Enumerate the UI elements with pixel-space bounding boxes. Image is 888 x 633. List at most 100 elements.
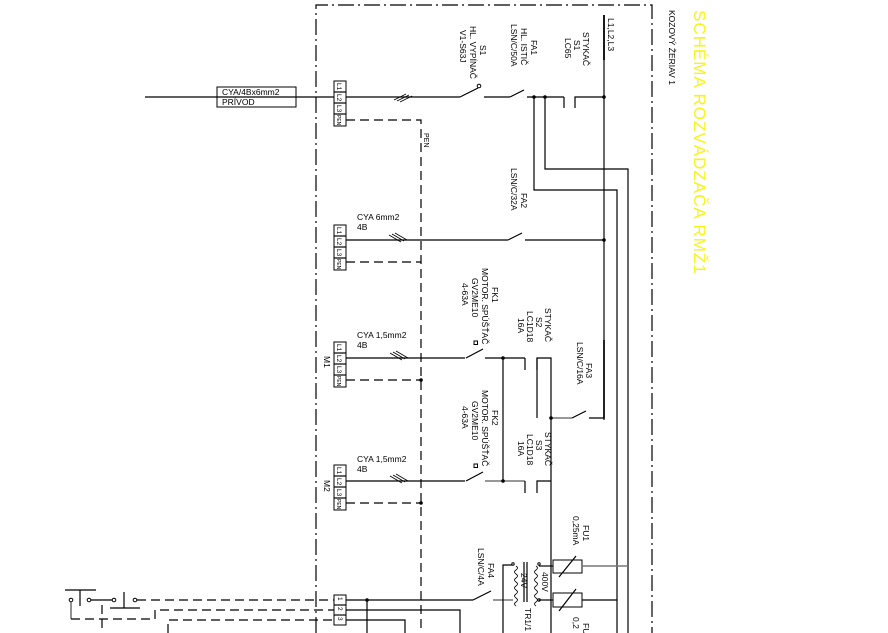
svg-text:LSN/C/4A: LSN/C/4A <box>476 548 486 586</box>
svg-text:L3: L3 <box>335 366 342 374</box>
outlet-m2-name: M2 <box>322 480 332 492</box>
svg-text:V1-S63J: V1-S63J <box>458 30 468 63</box>
outlet-fa2-terminal-block: L1 L2 L3 PEN <box>333 224 347 271</box>
fa3-breaker <box>571 410 587 419</box>
outlet-m1-cable-type: 4B <box>357 340 368 350</box>
title-sub: KOZOVÝ ŽERIAV 1 <box>667 10 677 85</box>
outlet-fa2-cable-spec: CYA 6mm2 <box>357 212 400 222</box>
fa4-breaker <box>472 590 492 601</box>
svg-text:S1: S1 <box>478 45 488 56</box>
svg-text:HL. ISTIČ: HL. ISTIČ <box>519 28 529 65</box>
outlet-fa2-cable-type: 4B <box>357 222 368 232</box>
svg-text:STYKAČ: STYKAČ <box>543 308 553 342</box>
svg-text:FA2: FA2 <box>519 193 529 208</box>
svg-text:0,2: 0,2 <box>571 617 581 629</box>
svg-text:L3: L3 <box>335 105 342 113</box>
svg-text:PEN: PEN <box>335 259 341 270</box>
three-phase-mark <box>393 93 413 103</box>
outlet-m2-terminal-block: L1 L2 L3 PEN <box>333 464 347 511</box>
fa2-label: FA2 LSN/C/32A <box>509 168 529 211</box>
s1-switch <box>459 87 479 98</box>
svg-text:LSN/C/50A: LSN/C/50A <box>509 24 519 67</box>
svg-text:PEN: PEN <box>335 499 341 510</box>
fuse-fu2 <box>552 588 583 612</box>
svg-text:S1: S1 <box>572 40 582 51</box>
svg-text:FA1: FA1 <box>529 40 539 55</box>
fa4-label: FA4 LSN/C/4A <box>476 548 496 586</box>
svg-text:FK1: FK1 <box>490 287 500 303</box>
svg-text:3: 3 <box>336 617 343 621</box>
svg-text:MOTOR. SPÚŠŤAČ: MOTOR. SPÚŠŤAČ <box>480 390 490 466</box>
svg-text:L2: L2 <box>335 478 342 486</box>
svg-text:24V: 24V <box>519 573 529 588</box>
title-main: SCHÉMA ROZVÁDZAČA RMŽ1 <box>690 10 709 275</box>
contactor-s3 <box>524 480 551 493</box>
pen-conductor <box>346 119 422 633</box>
fa1-breaker <box>509 89 525 98</box>
svg-text:TR1/1: TR1/1 <box>523 608 533 631</box>
push-buttons <box>65 589 140 619</box>
svg-text:LC1D18: LC1D18 <box>525 311 535 342</box>
stykac-s3-label: STYKAČ S3 LC1D18 16A <box>516 432 553 466</box>
svg-text:FA4: FA4 <box>486 563 496 578</box>
stykac-s1-label: STYKAČ S1 LC65 <box>563 32 591 66</box>
svg-text:GV2ME10: GV2ME10 <box>470 401 480 440</box>
control-wire-1 <box>533 97 618 633</box>
svg-text:16A: 16A <box>516 441 526 456</box>
control-terminal-block: 1 2 3 <box>333 594 347 626</box>
svg-text:LC65: LC65 <box>563 38 573 59</box>
svg-text:STYKAČ: STYKAČ <box>581 32 591 66</box>
outlet-m1-cable-spec: CYA 1,5mm2 <box>357 330 407 340</box>
enclosure-border <box>315 4 653 633</box>
svg-text:L1: L1 <box>335 467 342 475</box>
outlet-m1-terminal-block: L1 L2 L3 PEN <box>333 341 347 388</box>
svg-text:L1: L1 <box>335 227 342 235</box>
transformer-tr1: 24V 400V TR1/1 <box>502 562 550 633</box>
supply-cable-label: PRÍVOD <box>222 97 255 107</box>
svg-text:PEN: PEN <box>335 376 341 387</box>
supply-cable-spec: CYA/4Bx6mm2 <box>222 87 280 97</box>
svg-text:0,25mA: 0,25mA <box>571 516 581 546</box>
fk2-starter <box>465 471 484 482</box>
svg-text:FK2: FK2 <box>490 410 500 426</box>
svg-text:L3: L3 <box>335 489 342 497</box>
fu2-label: FU 0,2 <box>571 617 591 633</box>
svg-text:1: 1 <box>336 597 343 601</box>
svg-text:FU: FU <box>581 623 591 633</box>
contactor-s1 <box>563 96 604 108</box>
svg-text:L1: L1 <box>335 83 342 91</box>
svg-text:L2: L2 <box>335 355 342 363</box>
outlet-m2-cable-spec: CYA 1,5mm2 <box>357 454 407 464</box>
svg-text:16A: 16A <box>516 318 526 333</box>
svg-text:4-63A: 4-63A <box>460 283 470 306</box>
svg-text:L2: L2 <box>335 238 342 246</box>
fk2-label: FK2 MOTOR. SPÚŠŤAČ GV2ME10 4-63A <box>460 390 500 466</box>
fa3-label: FA3 LSN/C/16A <box>575 342 594 385</box>
svg-text:GV2ME10: GV2ME10 <box>470 278 480 317</box>
fa2-breaker <box>507 232 523 241</box>
svg-text:4-63A: 4-63A <box>460 406 470 429</box>
svg-text:S3: S3 <box>534 440 544 451</box>
svg-text:S2: S2 <box>534 317 544 328</box>
control-wire-2 <box>544 97 629 633</box>
fa1-label: FA1 HL. ISTIČ LSN/C/50A <box>509 24 539 67</box>
outlet-m2-cable-type: 4B <box>357 464 368 474</box>
fuse-fu1 <box>552 555 583 578</box>
supply-terminal-block: L1 L2 L3 PEN <box>333 80 347 127</box>
svg-text:LSN/C/16A: LSN/C/16A <box>575 342 585 385</box>
svg-text:FA3: FA3 <box>584 363 594 378</box>
svg-text:PEN: PEN <box>335 115 341 126</box>
svg-text:MOTOR. SPÚŠŤAČ: MOTOR. SPÚŠŤAČ <box>480 268 490 344</box>
svg-text:2: 2 <box>336 607 343 611</box>
svg-text:L2: L2 <box>335 94 342 102</box>
svg-text:HL. VYPÍNAČ: HL. VYPÍNAČ <box>468 26 478 79</box>
fk1-label: FK1 MOTOR. SPÚŠŤAČ GV2ME10 4-63A <box>460 268 500 344</box>
fu1-label: FU1 0,25mA <box>571 516 591 546</box>
svg-text:400V: 400V <box>540 572 550 592</box>
svg-text:STYKAČ: STYKAČ <box>543 432 553 466</box>
svg-text:L1: L1 <box>335 344 342 352</box>
s1-label: S1 HL. VYPÍNAČ V1-S63J <box>458 26 488 79</box>
svg-text:L3: L3 <box>335 249 342 257</box>
stykac-s2-label: STYKAČ S2 LC1D18 16A <box>516 308 553 342</box>
